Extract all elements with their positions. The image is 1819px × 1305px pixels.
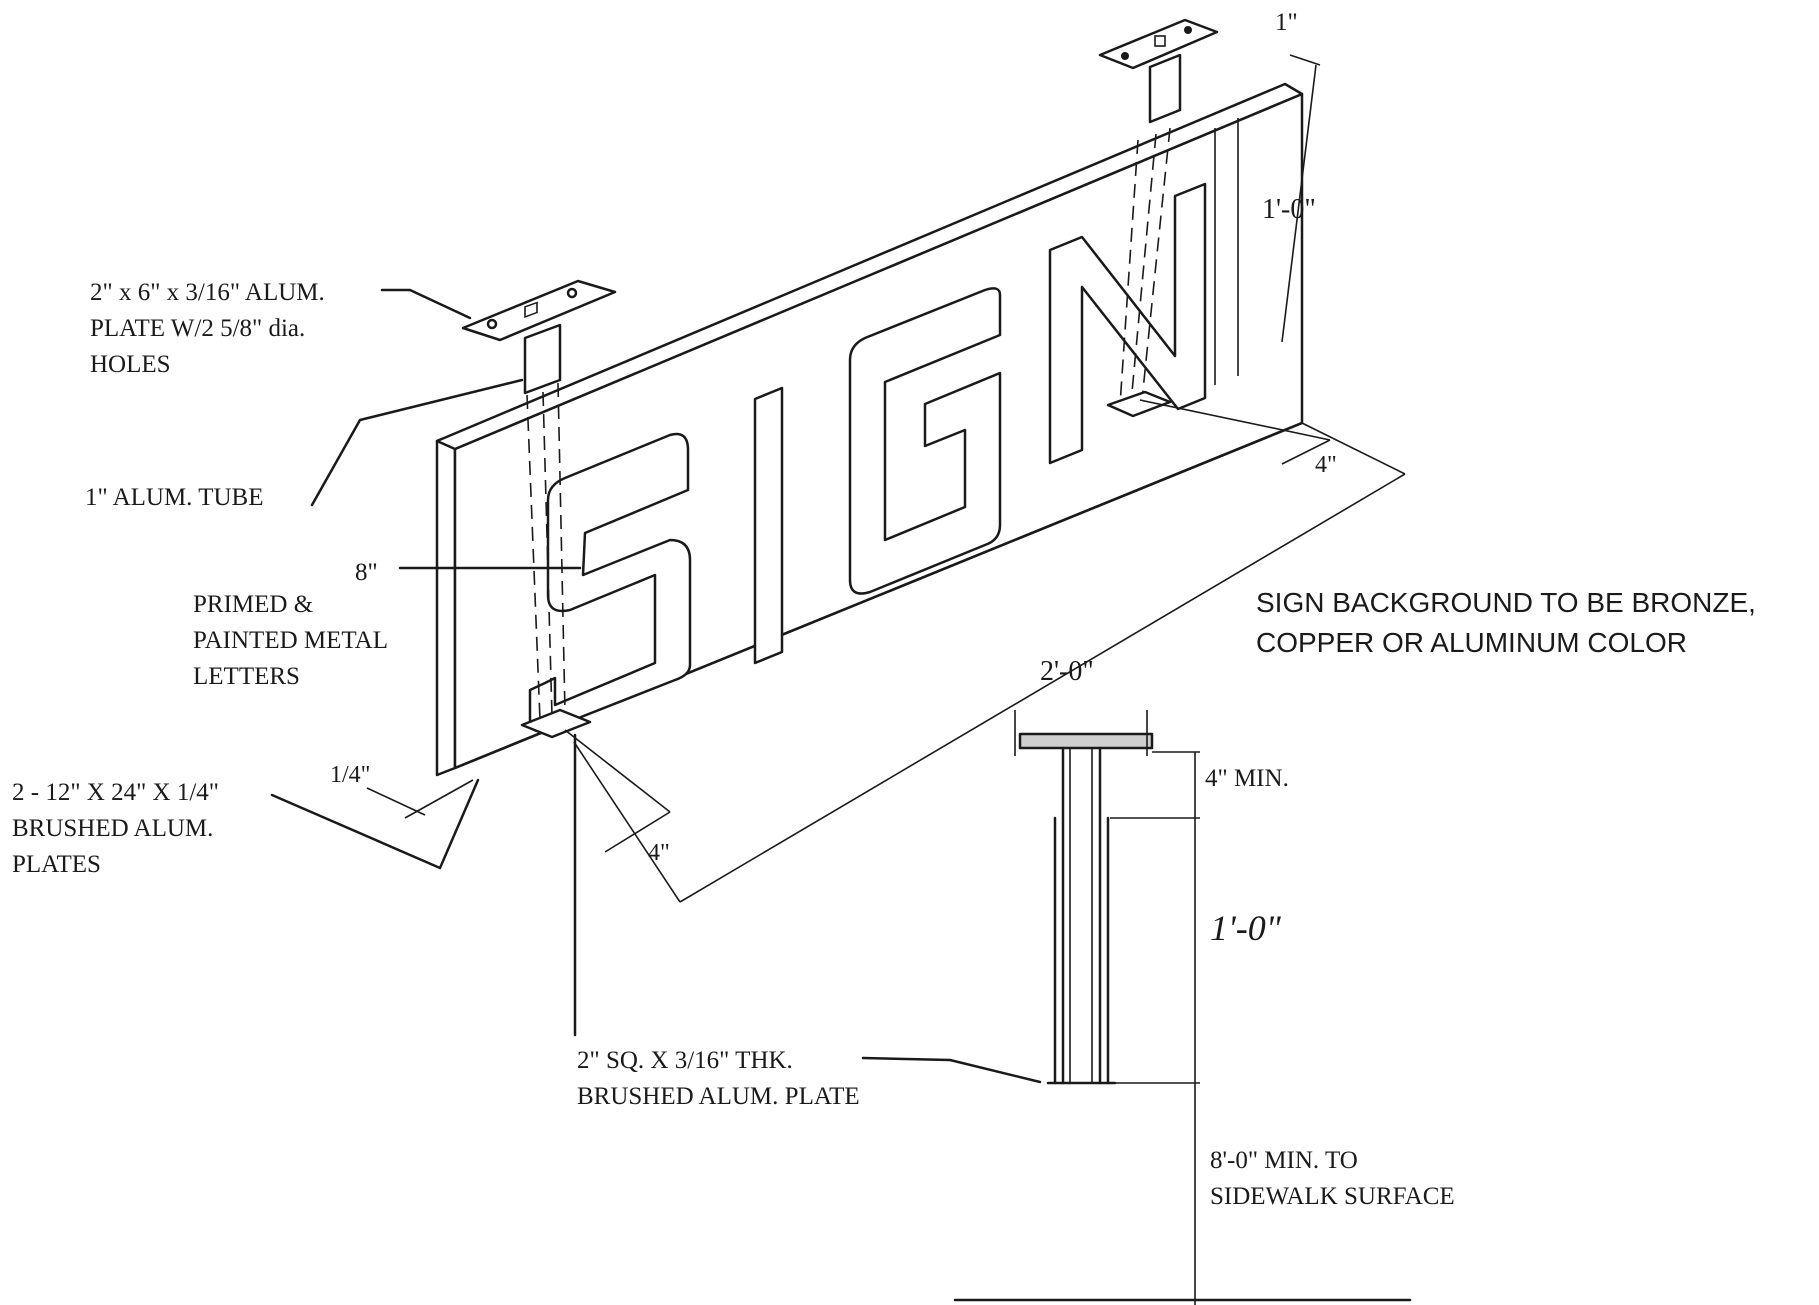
elevation-top-label: 4" MIN.	[1205, 765, 1289, 792]
leader-lines	[270, 288, 1042, 1084]
left-bottom-plate	[520, 708, 592, 739]
left-tube-top	[523, 323, 562, 395]
right-tube-top	[1148, 53, 1182, 124]
plate-gap-label: 1/4"	[330, 762, 370, 788]
right-bottom-plate	[1106, 390, 1172, 418]
letter-s	[528, 432, 692, 733]
letters-label-1: PRIMED &	[193, 591, 313, 618]
leader-bottom-plate	[861, 1056, 1042, 1084]
back-plate-edge	[435, 432, 457, 777]
letter-i	[753, 386, 784, 665]
inset-left-label: 4"	[648, 840, 670, 866]
bottom-plate-label-2: BRUSHED ALUM. PLATE	[577, 1083, 860, 1110]
left-top-plate	[461, 279, 617, 342]
right-mount	[1098, 18, 1219, 418]
plates-label-2: BRUSHED ALUM.	[12, 815, 213, 842]
background-note-1: SIGN BACKGROUND TO BE BRONZE,	[1256, 587, 1756, 618]
inset-right-label: 4"	[1315, 452, 1337, 478]
elevation-height-label: 1'-0"	[1210, 908, 1282, 948]
tube-diameter-label: 1"	[1275, 9, 1298, 36]
sign-letters	[528, 182, 1207, 733]
tube-label: 1" ALUM. TUBE	[85, 484, 264, 511]
leader-plates	[270, 778, 480, 870]
plates-label-3: PLATES	[12, 851, 101, 878]
top-plate-label-3: HOLES	[90, 351, 171, 378]
elevation-detail	[953, 710, 1412, 1305]
height-label: 1'-0"	[1262, 194, 1316, 225]
letters-label-2: PAINTED METAL	[193, 627, 388, 654]
letter-g	[848, 287, 1002, 595]
leader-top-plate	[380, 288, 472, 320]
background-note-2: COPPER OR ALUMINUM COLOR	[1256, 627, 1687, 658]
letter-n	[1048, 182, 1207, 465]
top-plate-label-2: PLATE W/2 5/8" dia.	[90, 315, 305, 342]
labels: 2" x 6" x 3/16" ALUM. PLATE W/2 5/8" dia…	[12, 9, 1756, 1210]
ceiling-slab	[1018, 732, 1154, 750]
leader-tube	[310, 378, 524, 507]
clearance-label-1: 8'-0" MIN. TO	[1210, 1147, 1358, 1174]
width-label: 2'-0"	[1040, 656, 1094, 687]
bottom-plate-label-1: 2" SQ. X 3/16" THK.	[577, 1047, 793, 1074]
clearance-label-2: SIDEWALK SURFACE	[1210, 1183, 1455, 1210]
left-mount	[461, 279, 617, 739]
top-plate-label-1: 2" x 6" x 3/16" ALUM.	[90, 279, 325, 306]
dimension-lines	[366, 54, 1406, 903]
plates-label-1: 2 - 12" X 24" X 1/4"	[12, 779, 219, 806]
right-top-plate	[1098, 18, 1219, 70]
letters-label-3: LETTERS	[193, 663, 300, 690]
plate-top-edge	[435, 82, 1304, 451]
letter-height-label: 8"	[355, 559, 378, 586]
